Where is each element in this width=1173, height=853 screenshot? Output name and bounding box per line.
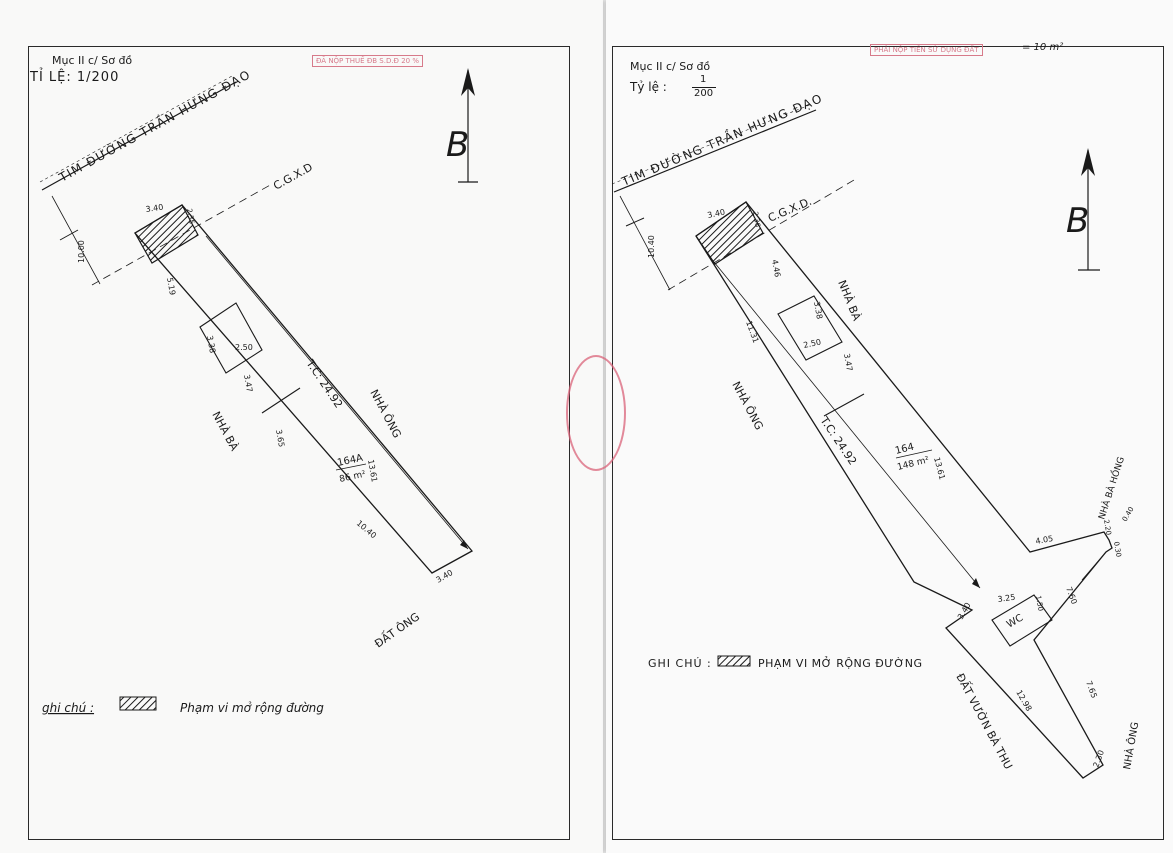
right-scale-den: 200 [694,88,714,99]
left-tax-stamp: ĐÃ NỘP THUẾ ĐB S.D.Đ 20 % [312,55,423,67]
right-lot-outline [695,201,1113,779]
left-legend-text: Phạm vi mở rộng đường [180,701,324,715]
right-legend-text: PHẠM VI MỞ RỘNG ĐƯỜNG [758,656,923,670]
right-dim-right-b: 13.61 [932,456,947,480]
right-dim-top-side: 2.36 [751,211,762,228]
left-bottom-land: ĐẤT ÔNG [372,609,422,650]
left-road-centerline [41,81,237,191]
left-dim-room-len: 3.38 [205,335,217,354]
left-setback-dim: 10.00 [77,240,86,263]
right-scale-prefix: Tỷ lệ : [630,80,667,94]
right-north-arrow-icon [1078,148,1100,271]
right-setback-dim: 10.40 [647,235,656,258]
right-room [777,295,843,361]
right-wc-box [991,594,1053,647]
left-legend-label: ghi chú : [42,701,94,715]
right-dim-room-side: 3.47 [842,353,854,372]
right-dim-ext-small-a: 0.40 [1121,505,1136,523]
left-cgxd-label: C.G.X.D [271,161,315,193]
right-cgxd-label: C.G.X.D. [766,195,814,225]
left-scale: TỈ LỆ: 1/200 [30,70,120,85]
right-dim-ext-side: 7.65 [1084,680,1099,700]
left-construction-line [91,183,273,286]
left-lot-number: 164A [336,453,364,469]
right-plot-drawing: TIM ĐƯỜNG TRẦN HƯNG ĐẠO C.G.X.D. 10.40 W… [611,89,1141,779]
left-north-arrow-icon [458,68,478,183]
right-dim-room-len: 3.38 [812,301,824,320]
left-road-name: TIM ĐƯỜNG TRẦN HƯNG ĐẠO [55,65,254,185]
right-scale-bar [692,87,716,88]
left-neighbor-left: NHÀ BÀ [209,409,241,453]
right-legend-hatch-swatch [717,655,751,667]
right-legend-label: GHI CHÚ : [648,657,712,670]
right-stamp-area: = 10 m² [1022,42,1064,53]
left-dim-left-a: 5.19 [165,277,177,296]
right-dim-ext-small-b: 0.30 [1112,541,1123,558]
left-dim-room-w: 2.50 [235,343,253,352]
right-section-title: Mục II c/ Sơ đồ [630,60,711,73]
right-dim-ext-corner: 2.20 [1102,519,1113,536]
right-bottom-land: ĐẤT VƯỜN BÀ THU [953,671,1015,772]
right-neighbor-bottom-right: NHÀ ÔNG [1120,721,1141,771]
left-section-title: Mục II c/ Sơ đồ [52,54,133,67]
right-road-centerline [613,109,817,193]
left-tc-dim: T.C: 24.92 [303,357,345,411]
right-dim-ext-end: 2.30 [1091,749,1106,769]
right-dim-wc-w: 3.25 [997,593,1016,604]
left-legend-hatch-swatch [119,696,157,711]
right-tc-dim: T.C: 24.92 [817,414,859,468]
right-road-name: TIM ĐƯỜNG TRẦN HƯNG ĐẠO [618,89,825,189]
left-dim-left-c: 3.65 [274,429,286,448]
right-dim-room-w: 2.50 [803,337,822,350]
right-wc-label: WC [1005,613,1025,631]
right-dim-ext-bottom: 12.98 [1014,689,1033,713]
right-dim-wc-h: 1.50 [1034,595,1045,612]
left-document-page: Mục II c/ Sơ đồ TỈ LỆ: 1/200 ĐÃ NỘP THUẾ… [0,0,603,853]
left-room [199,302,263,374]
registration-seal [566,355,626,471]
right-dim-left-a: 11.31 [744,320,760,345]
right-north-label: B [1066,201,1089,241]
right-neighbor-left: NHÀ ÔNG [729,379,765,432]
left-dim-right-b: 10.40 [355,519,378,541]
left-dim-top-width: 3.40 [145,203,164,214]
right-fee-stamp: PHẢI NỘP TIỀN SỬ DỤNG ĐẤT [870,44,983,56]
left-dim-right-a: 13.61 [366,459,379,483]
right-lot-area: 148 m² [896,455,930,473]
right-neighbor-far-right: NHÀ BÀ HỒNG [1094,455,1127,521]
right-dim-top-width: 3.40 [707,207,726,220]
right-dim-right-a: 4.46 [770,259,782,278]
left-dim-left-b: 3.47 [242,374,254,393]
left-dim-top-side: 2.35 [185,208,196,225]
right-lot-number: 164 [894,442,915,457]
left-lot-outline [133,204,474,574]
left-north-label: B [446,125,469,165]
right-document-page: Mục II c/ Sơ đồ Tỷ lệ : 1 200 PHẢI NỘP T… [606,0,1173,853]
left-plot-drawing: TIM ĐƯỜNG TRẦN HƯNG ĐẠO C.G.X.D 10.00 T.… [39,65,478,715]
right-dim-ext-top: 4.05 [1035,534,1054,546]
right-scale-num: 1 [700,74,707,85]
